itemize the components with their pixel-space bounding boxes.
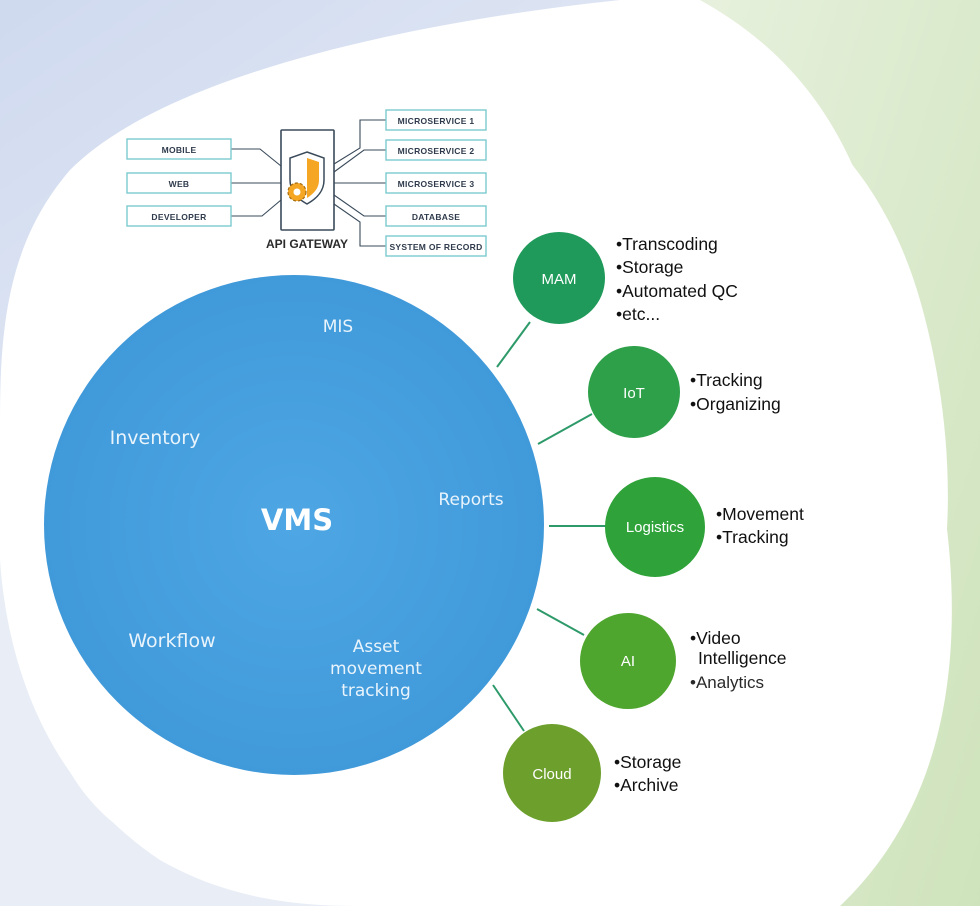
gear-icon (287, 182, 307, 202)
node-bullet: •etc... (616, 304, 660, 324)
service-box-database: DATABASE (385, 205, 487, 227)
client-label: WEB (169, 179, 190, 189)
service-box-3: MICROSERVICE 3 (385, 172, 487, 194)
node-bullet: •Video (690, 628, 741, 648)
service-label: SYSTEM OF RECORD (389, 242, 482, 252)
node-bullet: Intelligence (698, 648, 787, 668)
vms-item-asset-line-1: Asset (353, 637, 400, 657)
client-label: MOBILE (162, 145, 197, 155)
node-circle (580, 613, 676, 709)
node-circle (588, 346, 680, 438)
node-circle (513, 232, 605, 324)
node-logistics: Logistics •Movement •Tracking (605, 477, 804, 577)
node-label: AI (621, 653, 635, 670)
api-gateway-title: API GATEWAY (266, 237, 348, 251)
node-bullet: •Storage (616, 257, 683, 277)
node-circle (605, 477, 705, 577)
api-gateway-diagram: MOBILE WEB DEVELOPER API GATEWAY MICROSE… (126, 109, 487, 257)
vms-title: VMS (261, 503, 333, 537)
node-label: IoT (623, 385, 645, 402)
node-mam: MAM •Transcoding •Storage •Automated QC … (513, 232, 738, 324)
vms-item-reports: Reports (438, 490, 503, 510)
connector-cloud (492, 684, 525, 732)
service-label: MICROSERVICE 1 (398, 116, 475, 126)
node-label: Cloud (532, 766, 571, 783)
node-bullet: •Archive (614, 775, 678, 795)
gateway-connectors (231, 119, 386, 247)
node-cloud: Cloud •Storage •Archive (503, 724, 681, 822)
node-ai: AI •Video Intelligence •Analytics (580, 613, 787, 709)
node-label: Logistics (626, 519, 684, 536)
node-bullet: •Automated QC (616, 281, 738, 301)
service-box-system-of-record: SYSTEM OF RECORD (385, 235, 487, 257)
node-bullet: •Tracking (690, 370, 763, 390)
service-label: MICROSERVICE 2 (398, 146, 475, 156)
node-bullet: •Analytics (690, 673, 764, 692)
client-box-mobile: MOBILE (126, 138, 232, 160)
vms-item-mis: MIS (323, 317, 353, 337)
gateway-device: API GATEWAY (266, 129, 348, 251)
node-bullet: •Storage (614, 752, 681, 772)
connector-ai (536, 608, 585, 636)
node-bullet: •Tracking (716, 527, 789, 547)
node-connectors (492, 321, 606, 732)
connector-mam (496, 321, 531, 368)
node-bullet: •Organizing (690, 394, 781, 414)
vms-item-asset-line-2: movement (330, 659, 422, 679)
client-box-web: WEB (126, 172, 232, 194)
service-box-1: MICROSERVICE 1 (385, 109, 487, 131)
vms-item-inventory: Inventory (110, 427, 201, 449)
vms-circle: MIS Inventory Reports VMS Workflow Asset… (44, 275, 544, 775)
node-bullet: •Transcoding (616, 234, 718, 254)
node-circle (503, 724, 601, 822)
node-bullet: •Movement (716, 504, 804, 524)
vms-item-asset-line-3: tracking (341, 681, 411, 701)
service-box-2: MICROSERVICE 2 (385, 139, 487, 161)
client-box-developer: DEVELOPER (126, 205, 232, 227)
vms-item-workflow: Workflow (128, 630, 215, 652)
service-label: DATABASE (412, 212, 460, 222)
client-label: DEVELOPER (151, 212, 206, 222)
connector-iot (537, 413, 593, 445)
node-iot: IoT •Tracking •Organizing (588, 346, 781, 438)
service-label: MICROSERVICE 3 (398, 179, 475, 189)
node-label: MAM (542, 271, 577, 288)
